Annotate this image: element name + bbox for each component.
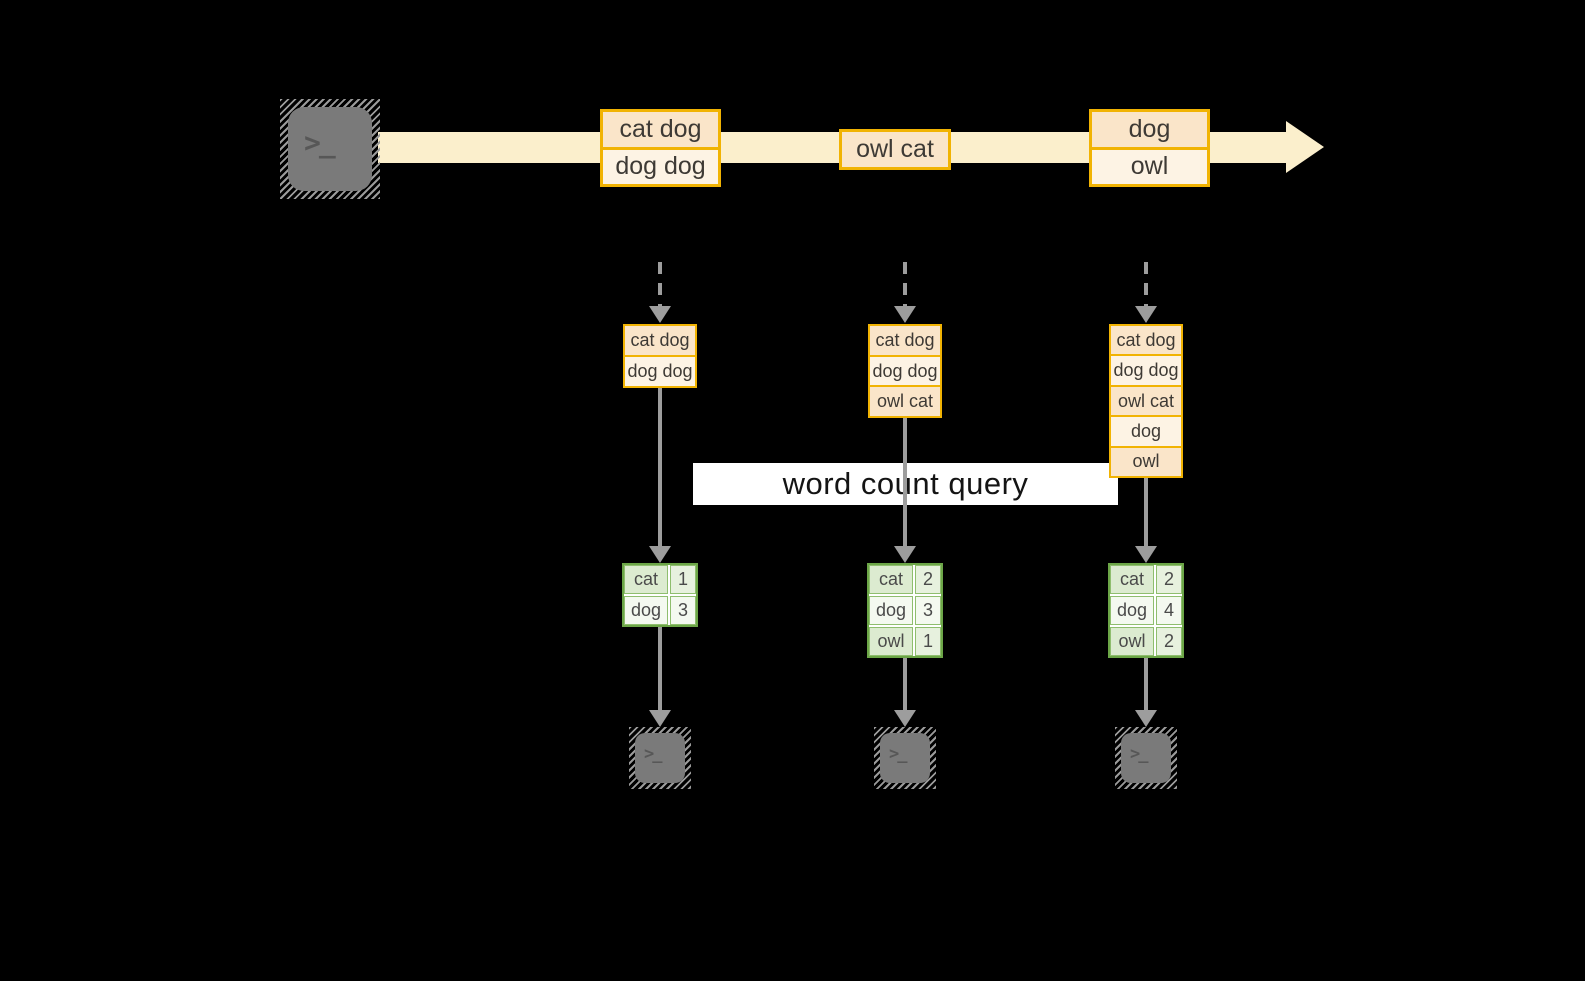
- dashed-arrowhead: [649, 306, 671, 323]
- down-arrowhead: [649, 546, 671, 563]
- terminal-sink-icon: >_: [1115, 727, 1177, 789]
- down-arrowhead: [649, 710, 671, 727]
- table-cell-word: dog: [869, 596, 913, 625]
- down-arrowhead: [1135, 546, 1157, 563]
- down-arrowhead: [1135, 710, 1157, 727]
- state-row: owl cat: [1111, 384, 1181, 416]
- state-row: dog: [1111, 415, 1181, 446]
- table-cell-count: 3: [670, 596, 696, 625]
- state-row: cat dog: [1111, 326, 1181, 355]
- table-cell-word: cat: [869, 565, 913, 594]
- prompt-glyph: >_: [889, 744, 908, 764]
- table-cell-word: cat: [624, 565, 668, 594]
- stream-event-row: cat dog: [603, 112, 718, 147]
- table-cell-word: owl: [1110, 627, 1154, 656]
- down-arrow: [1144, 658, 1148, 710]
- prompt-glyph: >_: [1130, 744, 1149, 764]
- terminal-sink-body: >_: [1121, 733, 1171, 783]
- prompt-glyph: >_: [304, 126, 336, 159]
- stream-event-row: owl cat: [842, 132, 948, 167]
- state-row: dog dog: [625, 355, 695, 386]
- table-cell-count: 2: [915, 565, 941, 594]
- table-cell-word: dog: [1110, 596, 1154, 625]
- table-cell-count: 2: [1156, 565, 1182, 594]
- terminal-source-body: >_: [288, 107, 372, 191]
- terminal-sink-icon: >_: [874, 727, 936, 789]
- down-arrowhead: [894, 546, 916, 563]
- table-cell-count: 1: [670, 565, 696, 594]
- state-row: dog dog: [1111, 354, 1181, 385]
- dashed-arrow: [1144, 262, 1148, 306]
- down-arrow: [903, 658, 907, 710]
- stream-arrowhead: [1286, 121, 1324, 173]
- table-cell-word: owl: [869, 627, 913, 656]
- state-row: cat dog: [625, 326, 695, 355]
- stream-event-row: dog dog: [603, 146, 718, 184]
- state-row: owl cat: [870, 385, 940, 417]
- state-row: cat dog: [870, 326, 940, 355]
- table-cell-count: 2: [1156, 627, 1182, 656]
- dashed-arrow: [658, 262, 662, 306]
- down-arrow: [1144, 478, 1148, 546]
- down-arrow: [658, 388, 662, 546]
- terminal-sink-body: >_: [880, 733, 930, 783]
- prompt-glyph: >_: [644, 744, 663, 764]
- state-row: dog dog: [870, 354, 940, 386]
- table-cell-count: 3: [915, 596, 941, 625]
- terminal-sink-icon: >_: [629, 727, 691, 789]
- table-cell-word: cat: [1110, 565, 1154, 594]
- down-arrow: [903, 418, 907, 546]
- stream-event-row: owl: [1092, 146, 1207, 184]
- terminal-source-icon: >_: [280, 99, 380, 199]
- table-cell-count: 1: [915, 627, 941, 656]
- dashed-arrowhead: [894, 306, 916, 323]
- dashed-arrow: [903, 262, 907, 306]
- table-cell-word: dog: [624, 596, 668, 625]
- table-cell-count: 4: [1156, 596, 1182, 625]
- dashed-arrowhead: [1135, 306, 1157, 323]
- state-row: owl: [1111, 445, 1181, 477]
- down-arrow: [658, 627, 662, 710]
- down-arrowhead: [894, 710, 916, 727]
- terminal-sink-body: >_: [635, 733, 685, 783]
- stream-event-box: owl cat: [839, 129, 951, 170]
- stream-event-row: dog: [1092, 112, 1207, 147]
